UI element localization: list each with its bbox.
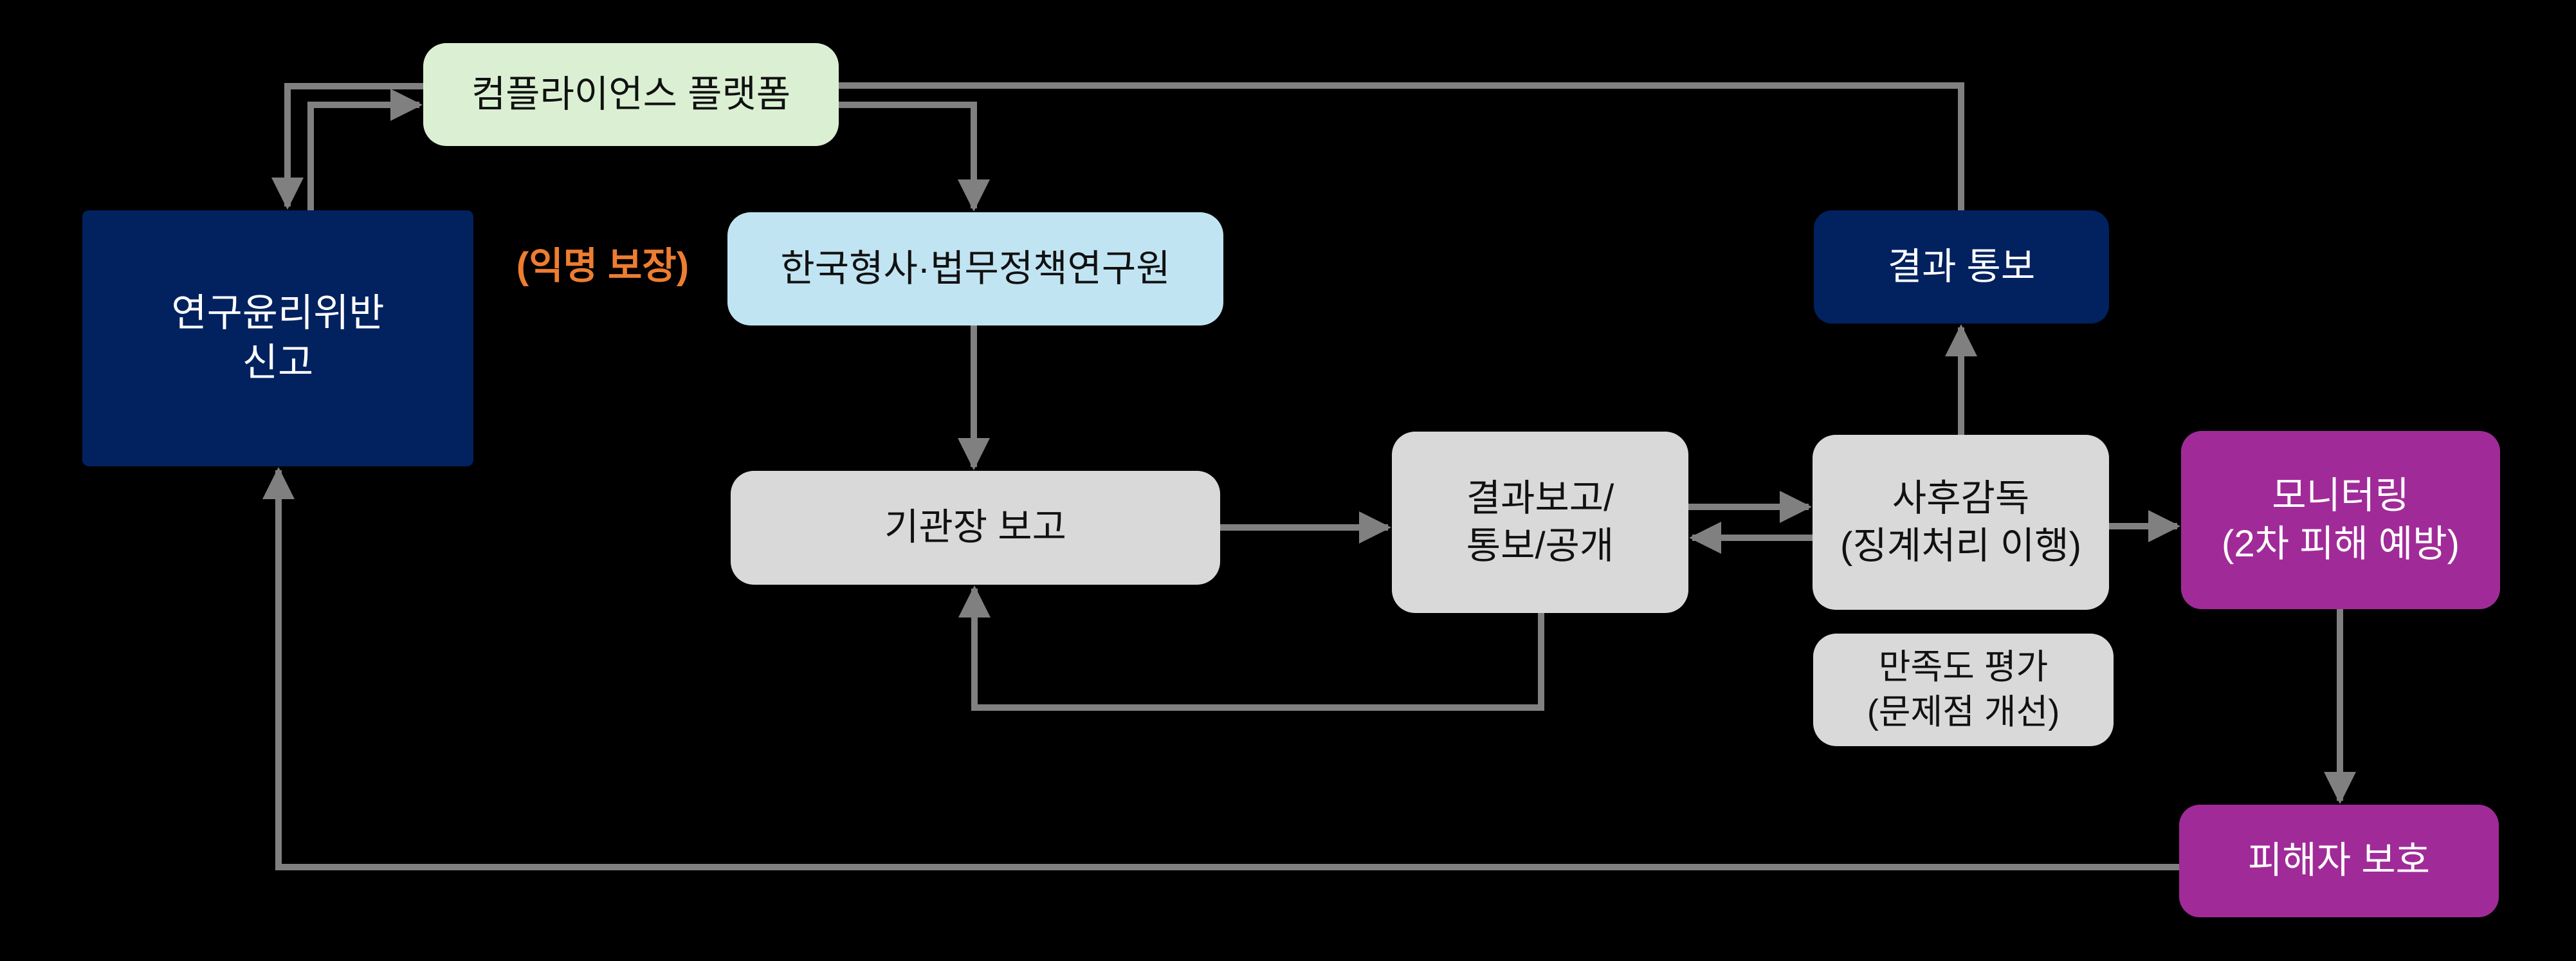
node-ethics-violation-report-line1: 연구윤리위반 xyxy=(171,291,385,335)
node-institute-label: 한국형사·법무정책연구원 xyxy=(780,247,1171,289)
node-result-report-line2: 통보/공개 xyxy=(1466,525,1614,567)
node-result-notice-label: 결과 통보 xyxy=(1887,245,2036,288)
connector-platform-to-report xyxy=(271,83,423,210)
node-ethics-violation-report-line2: 신고 xyxy=(242,341,314,384)
node-institute: 한국형사·법무정책연구원 xyxy=(727,212,1223,325)
node-satisfaction-evaluation-line1: 만족도 평가 xyxy=(1878,648,2049,687)
node-victim-protection: 피해자 보호 xyxy=(2179,805,2499,917)
node-satisfaction-evaluation-line2: (문제점 개선) xyxy=(1867,692,2060,731)
node-post-supervision: 사후감독 (징계처리 이행) xyxy=(1813,435,2109,610)
node-compliance-platform-label: 컴플라이언스 플랫폼 xyxy=(471,73,791,115)
node-monitoring: 모니터링 (2차 피해 예방) xyxy=(2181,431,2500,609)
node-satisfaction-evaluation: 만족도 평가 (문제점 개선) xyxy=(1813,634,2114,746)
node-victim-protection-label: 피해자 보호 xyxy=(2248,839,2430,882)
anonymity-note-label: (익명 보장) xyxy=(516,245,690,287)
connector-victim-to-report xyxy=(262,467,2179,870)
node-ethics-violation-report: 연구윤리위반 신고 xyxy=(82,210,473,466)
node-result-report: 결과보고/ 통보/공개 xyxy=(1392,432,1688,613)
node-director-report-label: 기관장 보고 xyxy=(884,506,1066,549)
node-post-supervision-line1: 사후감독 xyxy=(1892,477,2030,519)
anonymity-note: (익명 보장) xyxy=(497,237,709,288)
connector-result-report-to-director-loop xyxy=(958,585,1544,711)
connector-report-to-platform xyxy=(307,89,423,210)
node-result-report-line1: 결과보고/ xyxy=(1466,477,1614,519)
connector-result-notice-to-platform xyxy=(839,82,1964,210)
connector-platform-to-institute xyxy=(839,102,990,212)
node-monitoring-line2: (2차 피해 예방) xyxy=(2222,522,2460,565)
node-result-notice: 결과 통보 xyxy=(1814,210,2109,324)
node-post-supervision-line2: (징계처리 이행) xyxy=(1840,525,2081,567)
node-director-report: 기관장 보고 xyxy=(731,471,1220,585)
node-compliance-platform: 컴플라이언스 플랫폼 xyxy=(423,43,839,146)
node-monitoring-line1: 모니터링 xyxy=(2272,475,2409,517)
